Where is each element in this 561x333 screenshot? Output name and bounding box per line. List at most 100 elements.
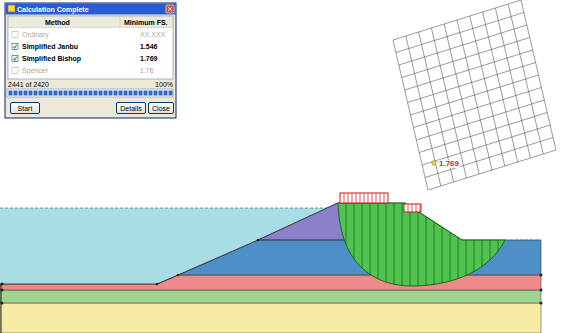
grid-line: [405, 50, 533, 90]
load-line: [344, 193, 345, 203]
checkboxes: [12, 32, 18, 74]
progress-segment: [14, 91, 18, 96]
progress-segment: [154, 91, 158, 96]
load-line: [376, 193, 377, 203]
load-line: [372, 193, 373, 203]
close-icon: [168, 7, 172, 11]
progress-segment: [144, 91, 148, 96]
progress-segment: [124, 91, 128, 96]
start-button: Start: [10, 102, 40, 114]
grid-line: [416, 100, 544, 140]
progress-segment: [119, 91, 123, 96]
column-header: Method: [45, 19, 70, 26]
header-divider: [120, 17, 121, 27]
method-name: Spencer: [22, 67, 48, 74]
title-bar: [6, 4, 176, 15]
vertex-dot: [1, 283, 4, 286]
method-name: Ordinary: [22, 31, 49, 38]
progress-segment: [64, 91, 68, 96]
progress-segment: [164, 91, 168, 96]
slice-line: [346, 190, 347, 290]
slice-line: [498, 190, 499, 290]
vertex-dot: [1, 289, 4, 292]
progress-segment: [79, 91, 83, 96]
load-line: [368, 193, 369, 203]
checkbox: [12, 44, 18, 50]
load-arrows: [408, 204, 420, 212]
progress-segment: [114, 91, 118, 96]
progress-segment: [109, 91, 113, 96]
slice-line: [378, 190, 379, 290]
grid-line: [422, 125, 550, 165]
vertex-dot: [177, 274, 180, 277]
progress-percent: 100%: [155, 81, 173, 88]
load-line: [384, 193, 385, 203]
water: [0, 208, 327, 284]
slice-line: [458, 190, 459, 290]
progress-segment: [9, 91, 13, 96]
grid-line: [413, 88, 541, 128]
progress-segment: [19, 91, 23, 96]
table-header: [9, 17, 173, 28]
progress-segment: [129, 91, 133, 96]
load-line: [360, 193, 361, 203]
grid-centre: [432, 161, 436, 165]
close-button: Close: [148, 102, 174, 114]
progress-segment: [44, 91, 48, 96]
factor-of-safety: 1.76: [140, 67, 154, 74]
slice-line: [354, 190, 355, 290]
method-table: [8, 16, 173, 79]
slice-line: [490, 190, 491, 290]
slice-line: [402, 190, 403, 290]
grid-line: [428, 150, 556, 190]
vertex-dot: [257, 239, 260, 242]
check-mark: [13, 57, 16, 60]
button-label: Start: [18, 105, 33, 112]
method-name: Simplified Janbu: [22, 43, 78, 50]
grid-minimum-fs: 1.769: [438, 160, 460, 168]
grid-line: [396, 13, 524, 53]
progress-segment: [24, 91, 28, 96]
slice-line: [386, 190, 387, 290]
load-line: [380, 193, 381, 203]
load-line: [408, 204, 409, 212]
slice-line: [474, 190, 475, 290]
load-arrows: [344, 193, 384, 203]
progress-segment: [149, 91, 153, 96]
vertex-dot: [540, 274, 543, 277]
search-grid: [393, 0, 556, 190]
load-line: [352, 193, 353, 203]
progress-segment: [104, 91, 108, 96]
checkbox: [12, 68, 18, 74]
button-label: Details: [120, 105, 141, 112]
load-line: [356, 193, 357, 203]
vertex-dot: [1, 302, 4, 305]
progress-segment: [49, 91, 53, 96]
progress-segment: [69, 91, 73, 96]
window-title: Calculation Complete: [17, 6, 89, 13]
progress-segment: [54, 91, 58, 96]
progress-segment: [169, 91, 173, 96]
button-label: Close: [152, 105, 170, 112]
factor-of-safety: XX.XXX: [140, 31, 165, 38]
progress-bar: [7, 89, 173, 97]
grid-line: [411, 75, 539, 115]
method-name: Simplified Bishop: [22, 55, 81, 62]
soil-layer: [0, 290, 541, 303]
ground-line: [0, 203, 338, 284]
slice-line: [482, 190, 483, 290]
water-line: [0, 208, 327, 209]
progress-segment: [134, 91, 138, 96]
progress-segment: [29, 91, 33, 96]
grid-line: [419, 113, 547, 153]
slice-line: [362, 190, 363, 290]
slice-line: [394, 190, 395, 290]
check-mark: [13, 45, 16, 48]
load-line: [420, 204, 421, 212]
slice-line: [370, 190, 371, 290]
load-line: [412, 204, 413, 212]
close-icon: [166, 5, 174, 13]
progress-segment: [159, 91, 163, 96]
